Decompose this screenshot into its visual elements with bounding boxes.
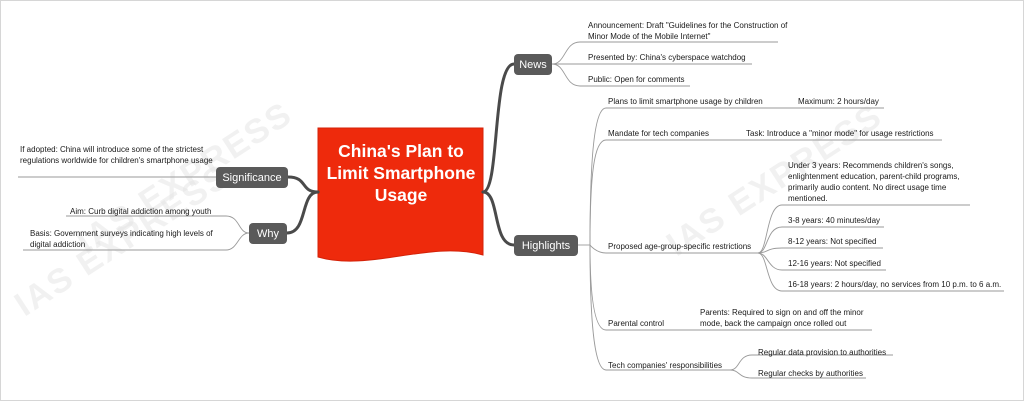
- age-group-16-18: 16-18 years: 2 hours/day, no services fr…: [788, 280, 1002, 289]
- significance-node[interactable]: Significance: [216, 167, 288, 188]
- highlights-parental-detail: Parents: Required to sign on and off the…: [700, 308, 864, 328]
- responsibility-data-provision: Regular data provision to authorities: [758, 348, 887, 357]
- highlights-mandate: Mandate for tech companies: [608, 129, 709, 138]
- news-presented-by: Presented by: China's cyberspace watchdo…: [588, 53, 746, 62]
- connector-highlights: [481, 190, 516, 247]
- highlights-responsibilities: Tech companies' responsibilities: [608, 361, 723, 370]
- age-group-under-3: Under 3 years: Recommends children's son…: [788, 161, 960, 203]
- age-group-8-12: 8-12 years: Not specified: [788, 237, 877, 246]
- connector-news: [481, 62, 516, 194]
- why-node[interactable]: Why: [249, 223, 287, 244]
- highlights-plans-detail: Maximum: 2 hours/day: [798, 97, 879, 106]
- highlights-parental: Parental control: [608, 319, 665, 328]
- why-aim: Aim: Curb digital addiction among youth: [70, 207, 212, 216]
- age-group-3-8: 3-8 years: 40 minutes/day: [788, 216, 881, 225]
- news-announcement: Announcement: Draft "Guidelines for the …: [588, 21, 788, 41]
- highlights-plans: Plans to limit smartphone usage by child…: [608, 97, 763, 106]
- central-topic: China's Plan to Limit Smartphone Usage: [326, 141, 476, 205]
- why-basis: Basis: Government surveys indicating hig…: [30, 229, 213, 249]
- highlights-node[interactable]: Highlights: [514, 235, 578, 256]
- connector-significance: [286, 175, 320, 194]
- news-public: Public: Open for comments: [588, 75, 685, 84]
- central-topic-shape: [317, 127, 484, 262]
- connector-why: [285, 190, 320, 235]
- news-node[interactable]: News: [514, 54, 552, 75]
- highlights-mandate-detail: Task: Introduce a "minor mode" for usage…: [746, 129, 934, 138]
- significance-detail: If adopted: China will introduce some of…: [20, 145, 213, 165]
- highlights-age-groups: Proposed age-group-specific restrictions: [608, 242, 752, 251]
- age-group-12-16: 12-16 years: Not specified: [788, 259, 881, 268]
- responsibility-regular-checks: Regular checks by authorities: [758, 369, 863, 378]
